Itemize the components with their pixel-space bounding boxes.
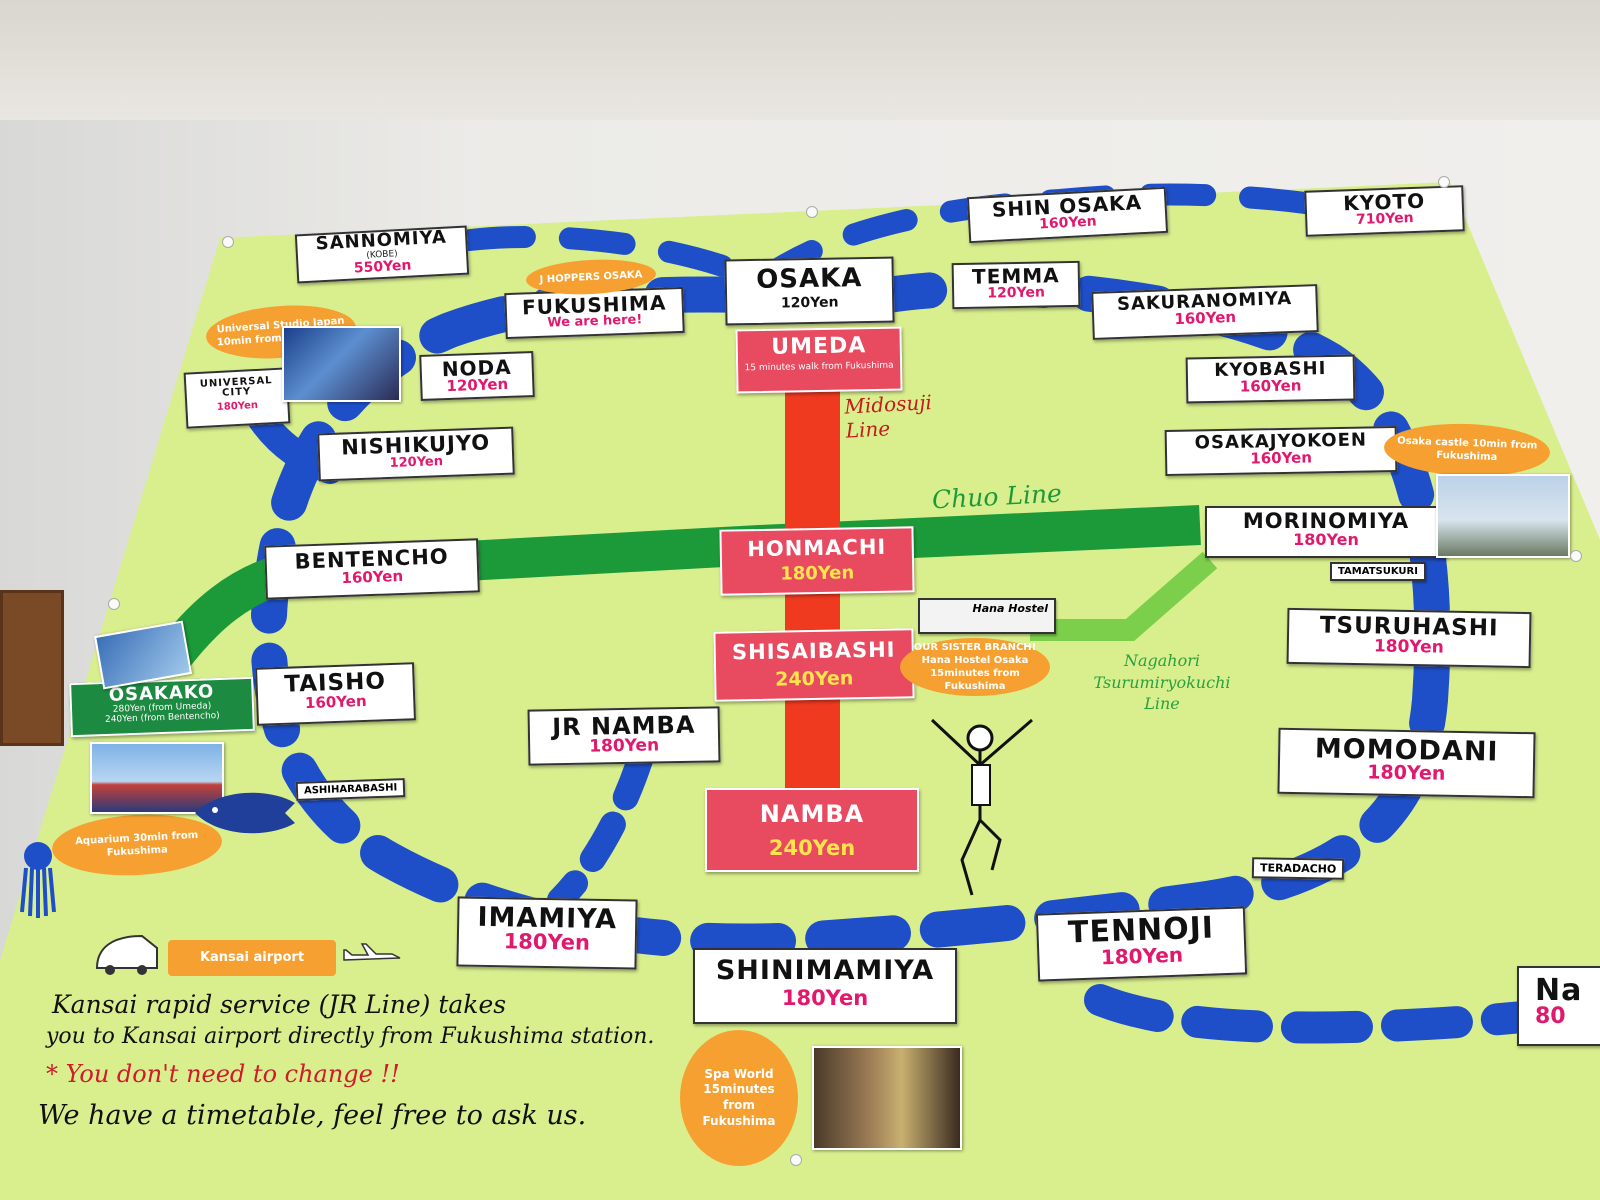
message-line-4: We have a timetable, feel free to ask us… xyxy=(38,1100,587,1131)
station-osakako: OSAKAKO 280Yen (from Umeda) 240Yen (from… xyxy=(69,676,255,738)
station-imamiya: IMAMIYA 180Yen xyxy=(456,896,638,970)
train-icon xyxy=(95,934,158,975)
nagahori-line xyxy=(1030,551,1218,641)
osaka-castle-photo xyxy=(1436,474,1570,558)
station-noda: NODA 120Yen xyxy=(419,351,535,401)
station-temma: TEMMA 120Yen xyxy=(951,260,1081,310)
pin xyxy=(1570,550,1582,562)
message-line-3: * You don't need to change !! xyxy=(46,1060,400,1088)
spa-world-note: Spa World 15minutes from Fukushima xyxy=(680,1030,798,1166)
station-bentencho: BENTENCHO 160Yen xyxy=(264,538,480,600)
pin xyxy=(790,1154,802,1166)
midosuji-line-label: Midosuji Line xyxy=(843,390,933,443)
message-line-1: Kansai rapid service (JR Line) takes xyxy=(52,990,507,1019)
station-kyoto: KYOTO 710Yen xyxy=(1304,185,1465,237)
ceiling xyxy=(0,0,1600,135)
station-fukushima: FUKUSHIMA We are here! xyxy=(504,286,685,340)
airplane-icon xyxy=(343,943,401,961)
station-cutoff: Na 80 xyxy=(1517,966,1600,1046)
runner-icon xyxy=(930,718,1033,896)
station-tsuruhashi: TSURUHASHI 180Yen xyxy=(1286,607,1532,669)
station-honmachi: HONMACHI 180Yen xyxy=(719,526,915,596)
station-umeda: UMEDA 15 minutes walk from Fukushima xyxy=(735,326,903,394)
station-ashiharabashi: ASHIHARABASHI xyxy=(295,778,406,801)
pin xyxy=(108,598,120,610)
aquarium-photo xyxy=(90,742,224,814)
station-teradacho: TERADACHO xyxy=(1251,857,1345,880)
station-universal-city: UNIVERSAL CITY 180Yen xyxy=(183,367,291,429)
station-taisho: TAISHO 160Yen xyxy=(255,662,416,726)
station-osakajyokoen: OSAKAJYOKOEN 160Yen xyxy=(1164,425,1398,477)
message-line-2: you to Kansai airport directly from Fuku… xyxy=(46,1024,655,1049)
door-frame xyxy=(0,590,64,746)
nagahori-line-label: Nagahori Tsurumiryokuchi Line xyxy=(1093,651,1231,714)
station-morinomiya: MORINOMIYA 180Yen xyxy=(1205,506,1447,558)
station-momodani: MOMODANI 180Yen xyxy=(1277,727,1536,799)
station-kyobashi: KYOBASHI 160Yen xyxy=(1185,354,1356,404)
station-jr-namba: JR NAMBA 180Yen xyxy=(527,706,721,766)
station-tamatsukuri: TAMATSUKURI xyxy=(1330,562,1426,581)
station-shinimamiya: SHINIMAMIYA 180Yen xyxy=(693,948,957,1024)
spa-world-photo xyxy=(812,1046,962,1150)
whale-shark-icon xyxy=(195,792,295,834)
station-shinsaibashi: SHISAIBASHI 240Yen xyxy=(713,628,915,702)
station-nishikujyo: NISHIKUJYO 120Yen xyxy=(317,426,515,482)
octopus-icon xyxy=(20,842,56,918)
hana-hostel-card: Hana Hostel xyxy=(918,598,1056,634)
pin xyxy=(1438,176,1450,188)
sister-branch-note: OUR SISTER BRANCH! Hana Hostel Osaka 15m… xyxy=(900,638,1050,696)
kansai-airport-note: Kansai airport xyxy=(168,940,336,976)
pin xyxy=(222,236,234,248)
station-namba: NAMBA 240Yen xyxy=(705,788,919,872)
universal-studios-photo xyxy=(282,326,401,402)
pin xyxy=(806,206,818,218)
station-tennoji: TENNOJI 180Yen xyxy=(1035,906,1248,982)
station-sakuranomiya: SAKURANOMIYA 160Yen xyxy=(1091,284,1319,340)
station-osaka: OSAKA 120Yen xyxy=(724,256,895,326)
station-sannomiya: SANNOMIYA (KOBE) 550Yen xyxy=(294,225,470,284)
